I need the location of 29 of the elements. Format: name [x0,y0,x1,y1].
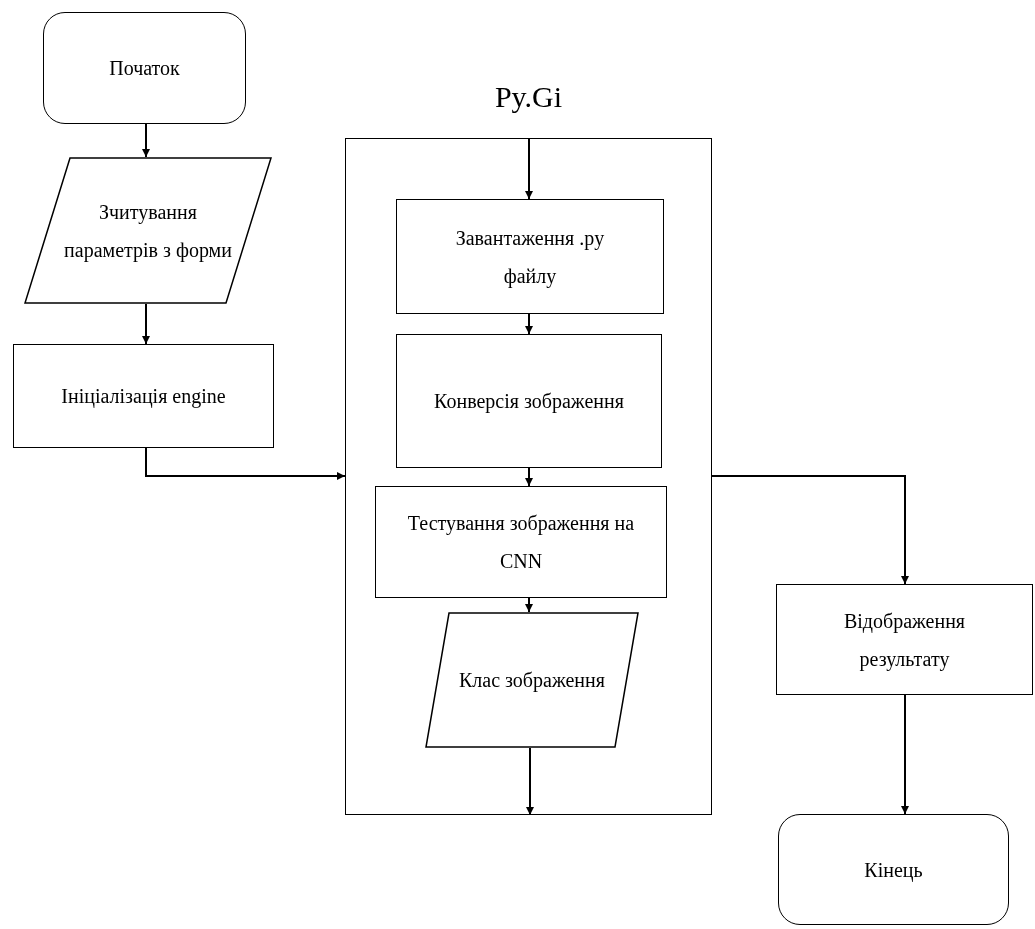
arrow [525,313,533,335]
node-label: Тестування зображення на CNN [406,511,636,574]
arrow [145,447,346,480]
process-box [396,199,664,314]
process-box [776,584,1033,695]
arrow [525,597,533,613]
terminal-box [43,12,246,124]
input-parallelogram [425,612,639,748]
input-parallelogram [24,157,272,304]
arrow [711,475,909,585]
node-label: Клас зображення [458,668,606,694]
process-box [396,334,662,468]
node-label: Завантаження .py файлу [454,225,606,290]
process-box [13,344,274,448]
arrow [525,467,533,487]
node-label: Конверсія зображення [433,389,625,415]
node-label: Ініціалізація engine [60,384,227,410]
container-title: Py.Gi [493,79,564,115]
arrow [525,137,533,200]
arrow [142,123,150,158]
arrow [526,747,534,816]
process-box [375,486,667,598]
node-label: Відображення результату [842,608,967,673]
arrow [901,694,909,815]
node-label: Початок [108,56,181,81]
arrow [142,303,150,345]
terminal-box [778,814,1009,925]
node-label: Зчитування параметрів з форми [63,199,233,264]
node-label: Кінець [863,857,924,884]
